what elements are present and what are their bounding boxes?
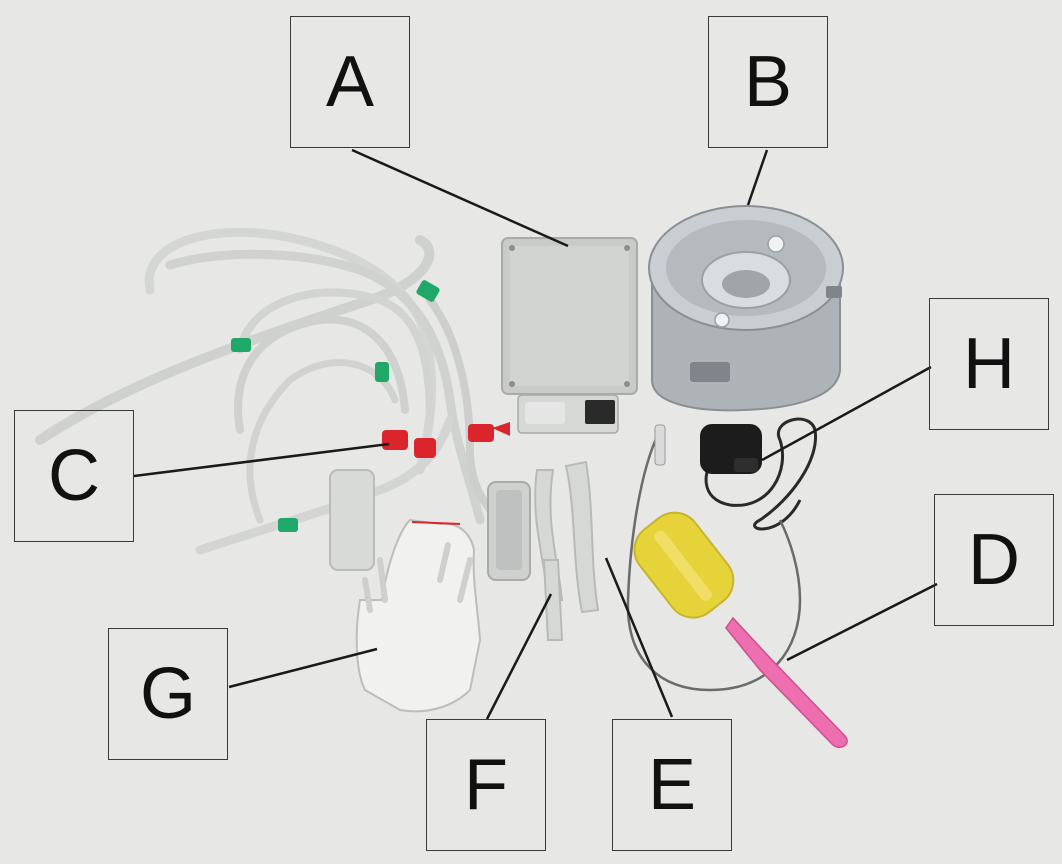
label-h: H (929, 298, 1049, 430)
label-e: E (612, 719, 732, 851)
label-c: C (14, 410, 134, 542)
label-b: B (708, 16, 828, 148)
cleaning-brush (626, 424, 848, 748)
stainless-bucket (648, 205, 844, 412)
tube-clips (231, 280, 440, 532)
teat-cups (329, 469, 531, 581)
power-adapter (700, 417, 818, 531)
label-d: D (934, 494, 1054, 626)
silicone-parts (534, 460, 600, 641)
label-g: G (108, 628, 228, 760)
gloves (355, 518, 482, 713)
label-a: A (290, 16, 410, 148)
leader-lines (133, 148, 938, 720)
label-f: F (426, 719, 546, 851)
control-box (501, 237, 638, 434)
